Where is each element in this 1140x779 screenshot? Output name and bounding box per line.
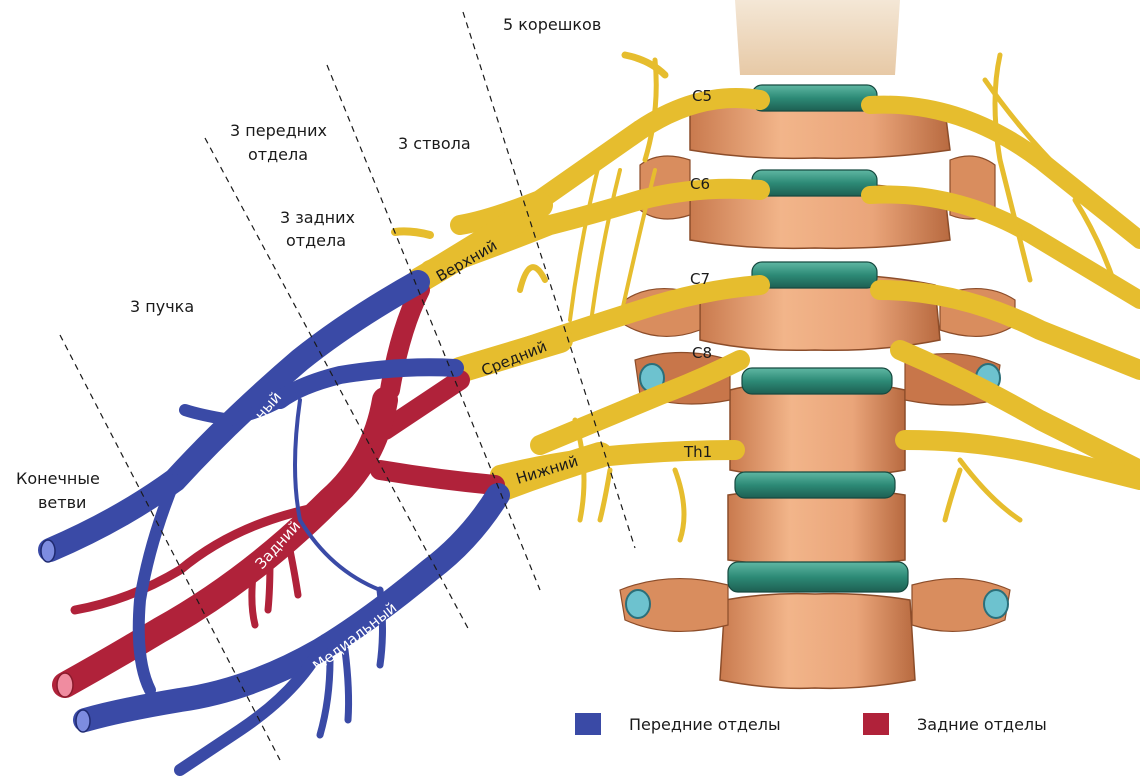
disc-3 (752, 262, 877, 288)
disc-6 (728, 562, 908, 592)
legend-label-anterior: Передние отделы (629, 715, 781, 734)
spine-top-shadow (735, 0, 900, 75)
anterior-divisions (50, 282, 498, 770)
disc-5 (735, 472, 895, 498)
label-root-c6: C6 (690, 175, 710, 193)
legend-swatch-anterior (575, 713, 601, 735)
posterior-divisions (65, 290, 495, 685)
label-terminal-branches-line1: Конечные (16, 469, 100, 488)
rib-lower-socket-right (984, 590, 1008, 618)
label-posterior-divisions-line1: 3 задних (280, 208, 355, 227)
legend-item-anterior: Передние отделы (575, 712, 781, 736)
label-trunks: 3 ствола (398, 134, 471, 153)
lateral-cord-end (41, 540, 55, 562)
medial-cord-end (76, 710, 90, 732)
disc-2 (752, 170, 877, 196)
vertebra-th1 (730, 382, 905, 476)
disc-4 (742, 368, 892, 394)
label-posterior-divisions-line2: отдела (286, 231, 346, 250)
rib-lower-socket-left (626, 590, 650, 618)
label-anterior-divisions-line1: 3 передних (230, 121, 327, 140)
legend: Передние отделы Задние отделы (575, 712, 1095, 736)
label-root-c8: C8 (692, 344, 712, 362)
vertebra-th3 (720, 594, 915, 689)
legend-swatch-posterior (863, 713, 889, 735)
label-root-c5: C5 (692, 87, 712, 105)
label-terminal-branches-line2: ветви (38, 493, 86, 512)
legend-label-posterior: Задние отделы (917, 715, 1047, 734)
label-root-c7: C7 (690, 270, 710, 288)
disc-1 (752, 85, 877, 111)
label-roots: 5 корешков (503, 15, 601, 34)
label-root-th1: Th1 (683, 443, 712, 461)
posterior-cord-end (57, 673, 73, 697)
label-cords: 3 пучка (130, 297, 194, 316)
label-anterior-divisions-line2: отдела (248, 145, 308, 164)
vertebra-th2 (728, 490, 905, 566)
legend-item-posterior: Задние отделы (863, 712, 1047, 736)
